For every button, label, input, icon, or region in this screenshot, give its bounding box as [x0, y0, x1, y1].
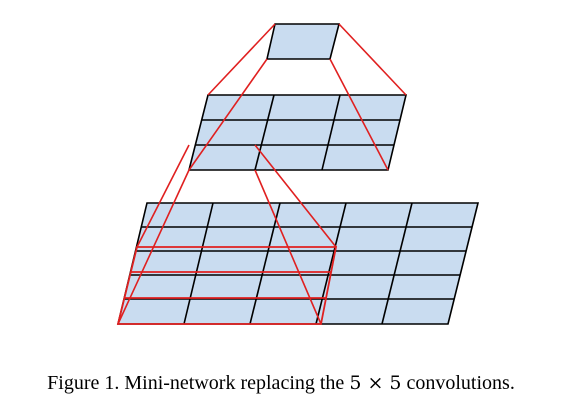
middle-projection-lines: [117, 144, 337, 325]
mini-network-diagram: [116, 23, 480, 325]
bottom-grid-fill: [116, 202, 480, 325]
middle-grid: [187, 94, 408, 171]
bottom-grid: [116, 202, 480, 325]
top-cell: [265, 23, 341, 60]
middle-grid-fill: [187, 94, 408, 171]
figure-caption: Figure 1. Mini-network replacing the 5 ×…: [0, 372, 562, 395]
caption-math: 5 × 5: [349, 372, 402, 394]
top-projection-lines: [188, 23, 407, 171]
caption-prefix: Figure 1. Mini-network replacing the: [47, 372, 350, 394]
caption-suffix: convolutions.: [401, 372, 515, 394]
